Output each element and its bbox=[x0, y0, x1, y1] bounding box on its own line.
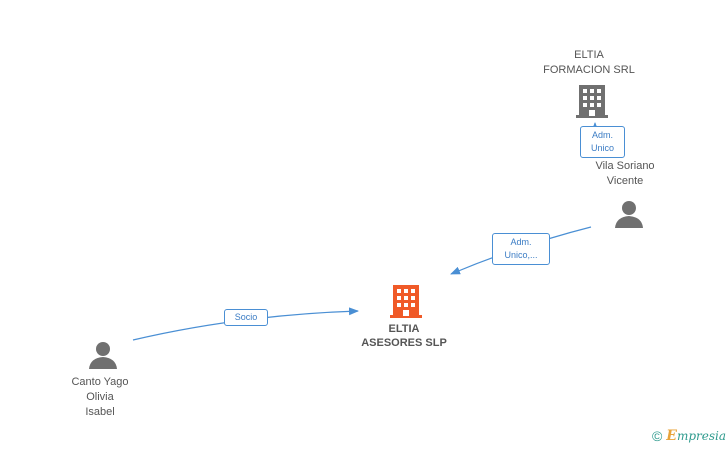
building-icon-main[interactable] bbox=[390, 283, 422, 319]
empresia-logo[interactable]: © Empresia bbox=[652, 428, 726, 444]
person-name-line: Canto Yago bbox=[71, 376, 129, 388]
company-name-line: ELTIA bbox=[574, 49, 604, 61]
person-label-canto[interactable]: Canto Yago Olivia Isabel bbox=[50, 375, 150, 420]
person-icon[interactable] bbox=[614, 199, 644, 229]
company-name-line: ASESORES SLP bbox=[361, 337, 447, 349]
building-icon[interactable] bbox=[576, 83, 608, 119]
company-label-main[interactable]: ELTIA ASESORES SLP bbox=[344, 322, 464, 350]
copyright-symbol: © bbox=[651, 428, 663, 444]
company-name-line: ELTIA bbox=[388, 323, 420, 335]
person-name-line: Isabel bbox=[85, 406, 115, 418]
person-label-vila[interactable]: Vila Soriano Vicente bbox=[575, 159, 675, 189]
edge-label-line: Adm. bbox=[510, 237, 532, 247]
edge-label-line: Unico bbox=[590, 143, 614, 153]
company-name-line: FORMACION SRL bbox=[543, 64, 635, 76]
edge-label-adm-unico[interactable]: Adm. Unico bbox=[580, 126, 625, 158]
brand-rest: mpresia bbox=[676, 429, 726, 443]
person-icon[interactable] bbox=[88, 340, 118, 370]
edge-label-line: Socio bbox=[234, 312, 258, 322]
person-name-line: Vicente bbox=[606, 175, 644, 187]
edge-label-adm-unico-multi[interactable]: Adm. Unico,... bbox=[492, 233, 550, 265]
edge-label-line: Unico,... bbox=[504, 250, 538, 260]
company-label-formacion[interactable]: ELTIA FORMACION SRL bbox=[529, 48, 649, 78]
edge-label-line: Adm. bbox=[591, 130, 613, 140]
brand-e: E bbox=[666, 428, 677, 444]
person-name-line: Olivia bbox=[86, 391, 114, 403]
person-name-line: Vila Soriano bbox=[595, 160, 655, 172]
edge-label-socio[interactable]: Socio bbox=[224, 309, 268, 326]
